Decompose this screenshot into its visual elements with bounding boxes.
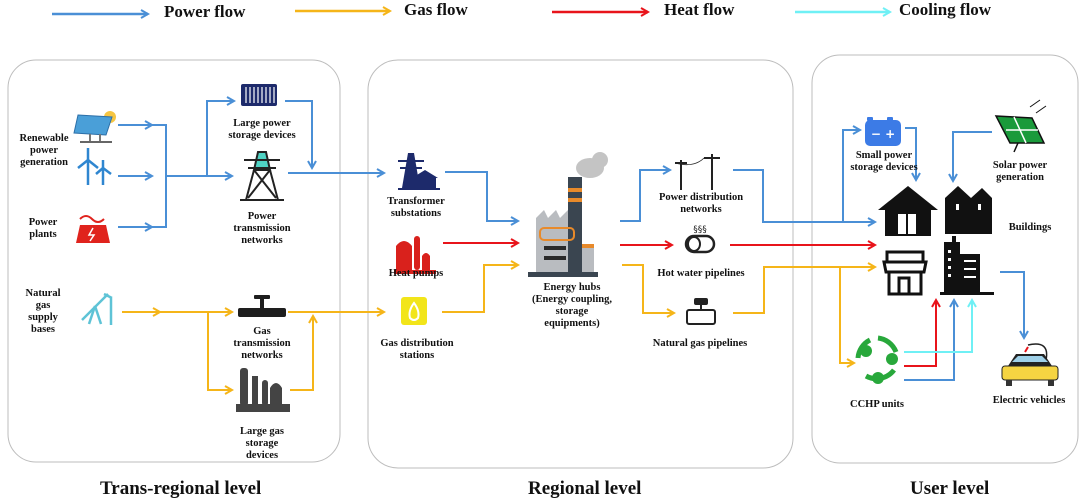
battery-sign-icon: − + xyxy=(871,127,895,141)
legend-gas-label: Gas flow xyxy=(404,0,468,19)
steam-icon: §§§ xyxy=(693,225,707,235)
heat-pumps-label: Heat pumps xyxy=(388,268,444,279)
gas-station-icon xyxy=(401,297,427,325)
legend-power-label: Power flow xyxy=(164,2,246,21)
buildings-label: Buildings xyxy=(1008,222,1052,233)
solar-generation-label: Solar power generation xyxy=(992,160,1048,183)
transmission-tower-icon xyxy=(240,151,284,201)
gas-storage-icon xyxy=(236,368,290,412)
hot-water-pipe-icon: §§§ xyxy=(684,225,716,254)
energy-hubs-label: Energy hubs (Energy coupling, storage eq… xyxy=(532,282,612,329)
gas-valve-icon xyxy=(686,298,716,325)
natural-gas-pipelines-label: Natural gas pipelines xyxy=(652,338,748,349)
power-pole-icon xyxy=(674,154,720,190)
large-gas-storage-label: Large gas storage devices xyxy=(239,426,285,461)
user-panel xyxy=(811,54,1079,464)
power-plant-icon xyxy=(76,215,110,243)
trans-regional-level-title: Trans-regional level xyxy=(100,478,262,499)
solar-panel-icon xyxy=(73,111,116,143)
power-distribution-label: Power distribution networks xyxy=(658,192,744,215)
user-level-title: User level xyxy=(910,478,990,499)
user-heat-flows xyxy=(904,300,936,367)
trans-regional-panel xyxy=(7,59,341,463)
user-cooling-flows xyxy=(904,300,972,353)
regional-gas-flows xyxy=(442,265,875,313)
office-building-icon xyxy=(940,236,994,295)
regional-panel xyxy=(367,59,794,469)
trans-regional-gas-flows xyxy=(122,312,384,390)
transformer-substation-icon xyxy=(398,153,440,190)
wind-turbine-icon xyxy=(77,148,112,185)
townhouse-icon xyxy=(945,186,992,234)
natural-gas-supply-label: Natural gas supply bases xyxy=(25,288,61,335)
cchp-units-label: CCHP units xyxy=(850,399,904,410)
pumpjack-icon xyxy=(81,292,113,325)
small-power-storage-label: Small power storage devices xyxy=(850,150,918,173)
legend-cooling-label: Cooling flow xyxy=(899,0,992,19)
cchp-unit-icon xyxy=(855,335,899,384)
regional-level-title: Regional level xyxy=(528,478,642,499)
regional-power-flows xyxy=(445,170,875,222)
small-battery-icon: − + xyxy=(865,117,901,146)
shop-icon xyxy=(882,250,928,296)
house-icon xyxy=(878,186,938,236)
user-power-flows xyxy=(842,128,1024,381)
large-power-storage-icon xyxy=(241,84,277,106)
electric-vehicle-icon xyxy=(1001,343,1059,386)
regional-heat-flows xyxy=(443,243,875,245)
transformer-substations-label: Transformer substations xyxy=(387,196,445,219)
legend-heat-label: Heat flow xyxy=(664,0,735,19)
gas-pipe-icon xyxy=(238,295,286,317)
energy-hub-factory-icon xyxy=(528,152,608,277)
renewable-generation-label: Renewable power generation xyxy=(19,133,69,168)
hot-water-pipelines-label: Hot water pipelines xyxy=(657,268,745,279)
gas-distribution-label: Gas distribution stations xyxy=(380,338,454,361)
heat-pump-icon xyxy=(394,236,436,274)
user-gas-flows xyxy=(839,268,854,363)
power-transmission-label: Power transmission networks xyxy=(233,211,291,246)
power-plants-label: Power plants xyxy=(28,217,58,240)
large-power-storage-label: Large power storage devices xyxy=(228,118,296,141)
legend xyxy=(52,11,890,14)
trans-regional-power-flows xyxy=(118,101,384,227)
gas-transmission-label: Gas transmission networks xyxy=(233,326,291,361)
solar-array-icon xyxy=(994,99,1047,153)
electric-vehicles-label: Electric vehicles xyxy=(992,395,1066,406)
